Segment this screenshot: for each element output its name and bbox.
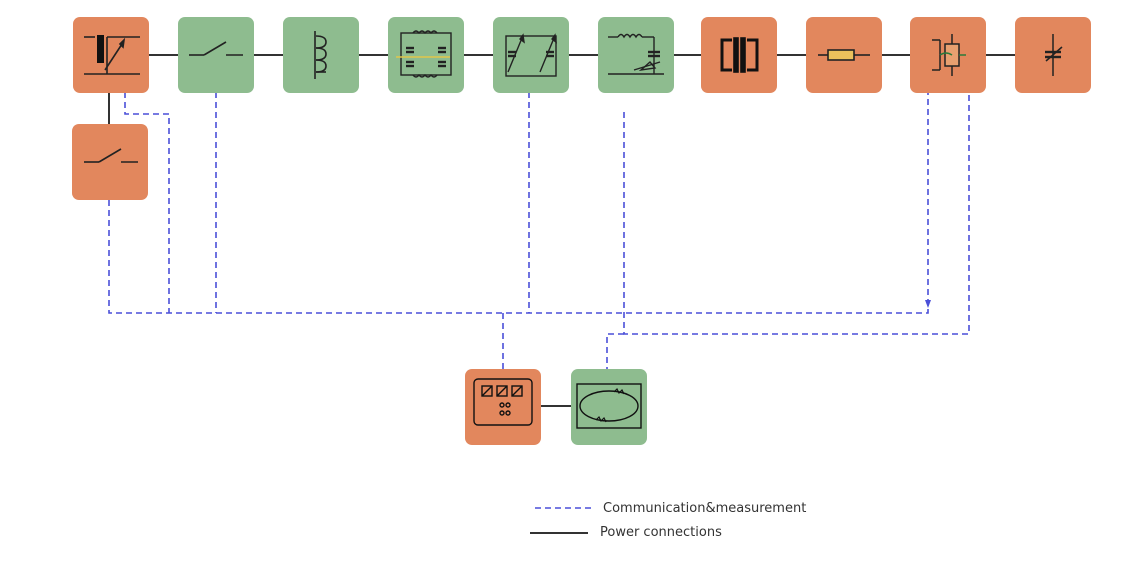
variable-capacitor-icon	[1045, 34, 1063, 76]
legend-power-label: Power connections	[600, 525, 722, 540]
resistor-box[interactable]	[806, 17, 882, 93]
switch-1-box[interactable]	[178, 17, 254, 93]
lc-filter-box[interactable]	[388, 17, 464, 93]
transformer-icon	[720, 37, 759, 73]
switch-icon	[84, 148, 138, 163]
switch-icon	[189, 41, 243, 56]
controller-box[interactable]	[465, 369, 541, 445]
communication-lines	[108, 92, 970, 369]
legend-comm-label: Communication&measurement	[603, 501, 806, 516]
oscilloscope-icon	[576, 383, 642, 429]
arrowhead-icon	[925, 300, 931, 308]
converter-box[interactable]	[73, 17, 149, 93]
capacitor-filter-icon	[396, 30, 452, 78]
resistor-icon	[818, 49, 870, 61]
variable-capacitor-bridge-icon	[505, 33, 557, 77]
power-connections	[108, 54, 1016, 407]
switch-2-box[interactable]	[72, 124, 148, 200]
comm-line-scope	[623, 92, 970, 335]
variable-filter-box[interactable]	[493, 17, 569, 93]
controlled-rectifier-icon	[84, 35, 140, 75]
variable-network-box[interactable]	[598, 17, 674, 93]
grid-source-box[interactable]	[1015, 17, 1091, 93]
controller-panel-icon	[473, 378, 533, 426]
comm-line-scope-drop	[606, 333, 624, 369]
variable-inductor-network-icon	[608, 33, 664, 75]
inductor-icon	[314, 31, 327, 79]
comm-line-switch2-bus	[108, 92, 929, 314]
legend: Communication&measurement Power connecti…	[530, 501, 806, 540]
relay-icon	[932, 34, 966, 76]
inductor-box[interactable]	[283, 17, 359, 93]
transformer-box[interactable]	[701, 17, 777, 93]
comm-line-converter	[124, 92, 170, 313]
oscilloscope-box[interactable]	[571, 369, 647, 445]
relay-box[interactable]	[910, 17, 986, 93]
